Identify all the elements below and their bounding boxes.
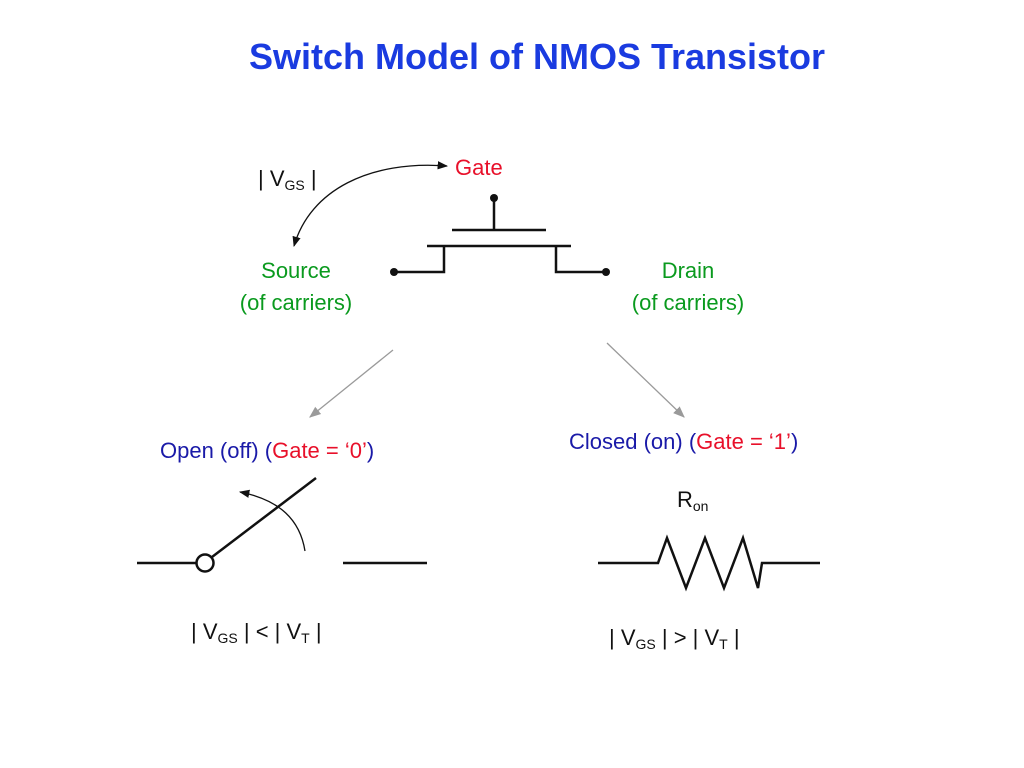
closed-cond-mid: | > | V bbox=[655, 625, 720, 650]
vgs-arrow bbox=[292, 161, 449, 247]
open-label-suffix: ) bbox=[366, 438, 375, 463]
ron-r: R bbox=[677, 487, 693, 512]
open-label-prefix: Open (off) ( bbox=[160, 438, 273, 463]
drain-label: Drain (of carriers) bbox=[608, 258, 768, 317]
closed-cond-b-sub: T bbox=[719, 636, 728, 652]
open-cond-a: | V bbox=[191, 619, 218, 644]
source-lead bbox=[394, 246, 446, 274]
open-case-label: Open (off) (Gate = ‘0’) bbox=[160, 438, 374, 464]
closed-label-suffix: ) bbox=[790, 429, 799, 454]
open-cond-post: | bbox=[309, 619, 322, 644]
source-label-line1: Source bbox=[261, 258, 331, 283]
closed-cond-a: | V bbox=[609, 625, 636, 650]
closed-label-gate: Gate = ‘1’ bbox=[696, 429, 791, 454]
open-cond-a-sub: GS bbox=[217, 630, 238, 646]
vgs-subscript: GS bbox=[284, 177, 305, 193]
drain-terminal-dot bbox=[602, 268, 610, 276]
closed-label-prefix: Closed (on) ( bbox=[569, 429, 697, 454]
ron-subscript: on bbox=[692, 498, 709, 514]
page-title: Switch Model of NMOS Transistor bbox=[248, 36, 826, 77]
open-cond-mid: | < | V bbox=[237, 619, 302, 644]
closed-cond-post: | bbox=[727, 625, 740, 650]
vgs-close: | bbox=[304, 166, 317, 191]
resistor-symbol bbox=[598, 534, 820, 592]
ron-label: Ron bbox=[677, 487, 708, 513]
nmos-transistor-symbol bbox=[390, 194, 610, 276]
open-branch-arrow bbox=[309, 349, 394, 418]
vgs-label: | VGS | bbox=[258, 166, 317, 192]
drain-label-line1: Drain bbox=[661, 258, 715, 283]
closed-case-label: Closed (on) (Gate = ‘1’) bbox=[569, 429, 798, 455]
drain-lead bbox=[554, 246, 606, 274]
switch-pivot bbox=[195, 553, 215, 573]
switch-blade bbox=[211, 477, 317, 558]
source-terminal-dot bbox=[390, 268, 398, 276]
source-label: Source (of carriers) bbox=[216, 258, 376, 317]
vgs-text: | V bbox=[258, 166, 285, 191]
open-condition: | VGS | < | VT | bbox=[191, 619, 322, 645]
drain-label-line2: (of carriers) bbox=[631, 290, 745, 316]
open-cond-b-sub: T bbox=[301, 630, 310, 646]
closed-condition: | VGS | > | VT | bbox=[609, 625, 740, 651]
closed-cond-a-sub: GS bbox=[635, 636, 656, 652]
source-label-line2: (of carriers) bbox=[239, 290, 353, 316]
open-label-gate: Gate = ‘0’ bbox=[272, 438, 367, 463]
closed-branch-arrow bbox=[606, 342, 685, 418]
gate-label: Gate bbox=[455, 155, 503, 180]
open-switch-symbol bbox=[137, 477, 427, 573]
switch-swing-arrow bbox=[238, 489, 306, 552]
